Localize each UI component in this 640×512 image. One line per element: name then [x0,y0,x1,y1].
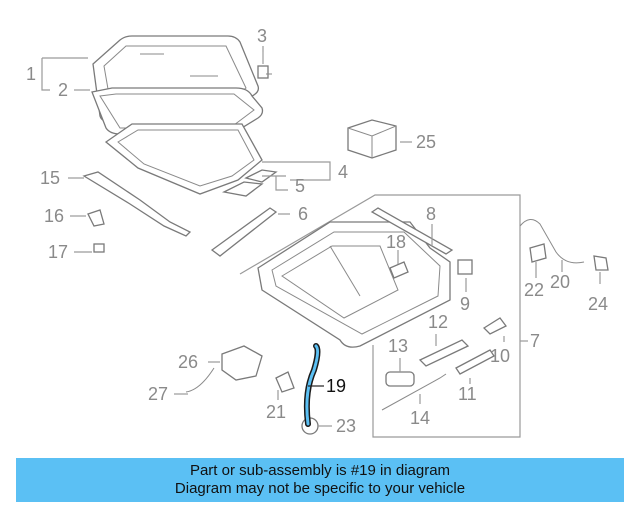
callout-14: 14 [410,408,430,428]
callout-15: 15 [40,168,60,188]
callout-9: 9 [460,294,470,314]
callout-labels: 1 2 3 4 5 6 7 8 9 10 11 12 13 14 15 16 1… [26,26,608,436]
callout-10: 10 [490,346,510,366]
callout-25: 25 [416,132,436,152]
callout-13: 13 [388,336,408,356]
drain-hose-part [519,219,609,271]
callout-20: 20 [550,272,570,292]
motor-module-part [185,345,263,393]
callout-16: 16 [44,206,64,226]
sunroof-frame-part [104,123,263,195]
info-banner: Part or sub-assembly is #19 in diagram D… [16,458,624,502]
callout-19: 19 [326,376,346,396]
housing-assembly-outline [239,194,521,438]
glass-seal-part [91,87,264,135]
callout-22: 22 [524,280,544,300]
hose-clip-part [275,371,295,393]
slider-part [418,339,495,375]
callout-21: 21 [266,402,286,422]
motor-bracket-part [457,259,473,275]
callout-11: 11 [458,384,477,404]
callout-7: 7 [530,331,540,351]
callout-8: 8 [426,204,436,224]
leader-lines [41,46,601,427]
banner-line-2: Diagram may not be specific to your vehi… [174,480,466,497]
callout-23: 23 [336,416,356,436]
callout-6: 6 [298,204,308,224]
callout-5: 5 [295,176,305,196]
bracket-part [221,169,278,197]
deflector-part [82,171,192,237]
rail-part [210,207,278,257]
callout-3: 3 [257,26,267,46]
control-module-part [347,119,397,159]
sunroof-housing-part [257,221,451,348]
banner-line-1: Part or sub-assembly is #19 in diagram [189,462,451,479]
link-part [482,317,507,335]
callout-24: 24 [588,294,608,314]
clip-part [87,209,105,253]
drain-tube-part-19 [303,343,321,427]
callout-1: 1 [26,64,36,84]
callout-2: 2 [58,80,68,100]
bracket-18-part [389,261,409,279]
callout-17: 17 [48,242,68,262]
motor-part [385,371,415,387]
callout-26: 26 [178,352,198,372]
callout-4: 4 [338,162,348,182]
callout-12: 12 [428,312,448,332]
callout-18: 18 [386,232,406,252]
bolt-part [257,50,272,79]
callout-27: 27 [148,384,168,404]
drive-cable-part [381,373,447,411]
parts-diagram: 1 2 3 4 5 6 7 8 9 10 11 12 13 14 15 16 1… [26,26,609,438]
